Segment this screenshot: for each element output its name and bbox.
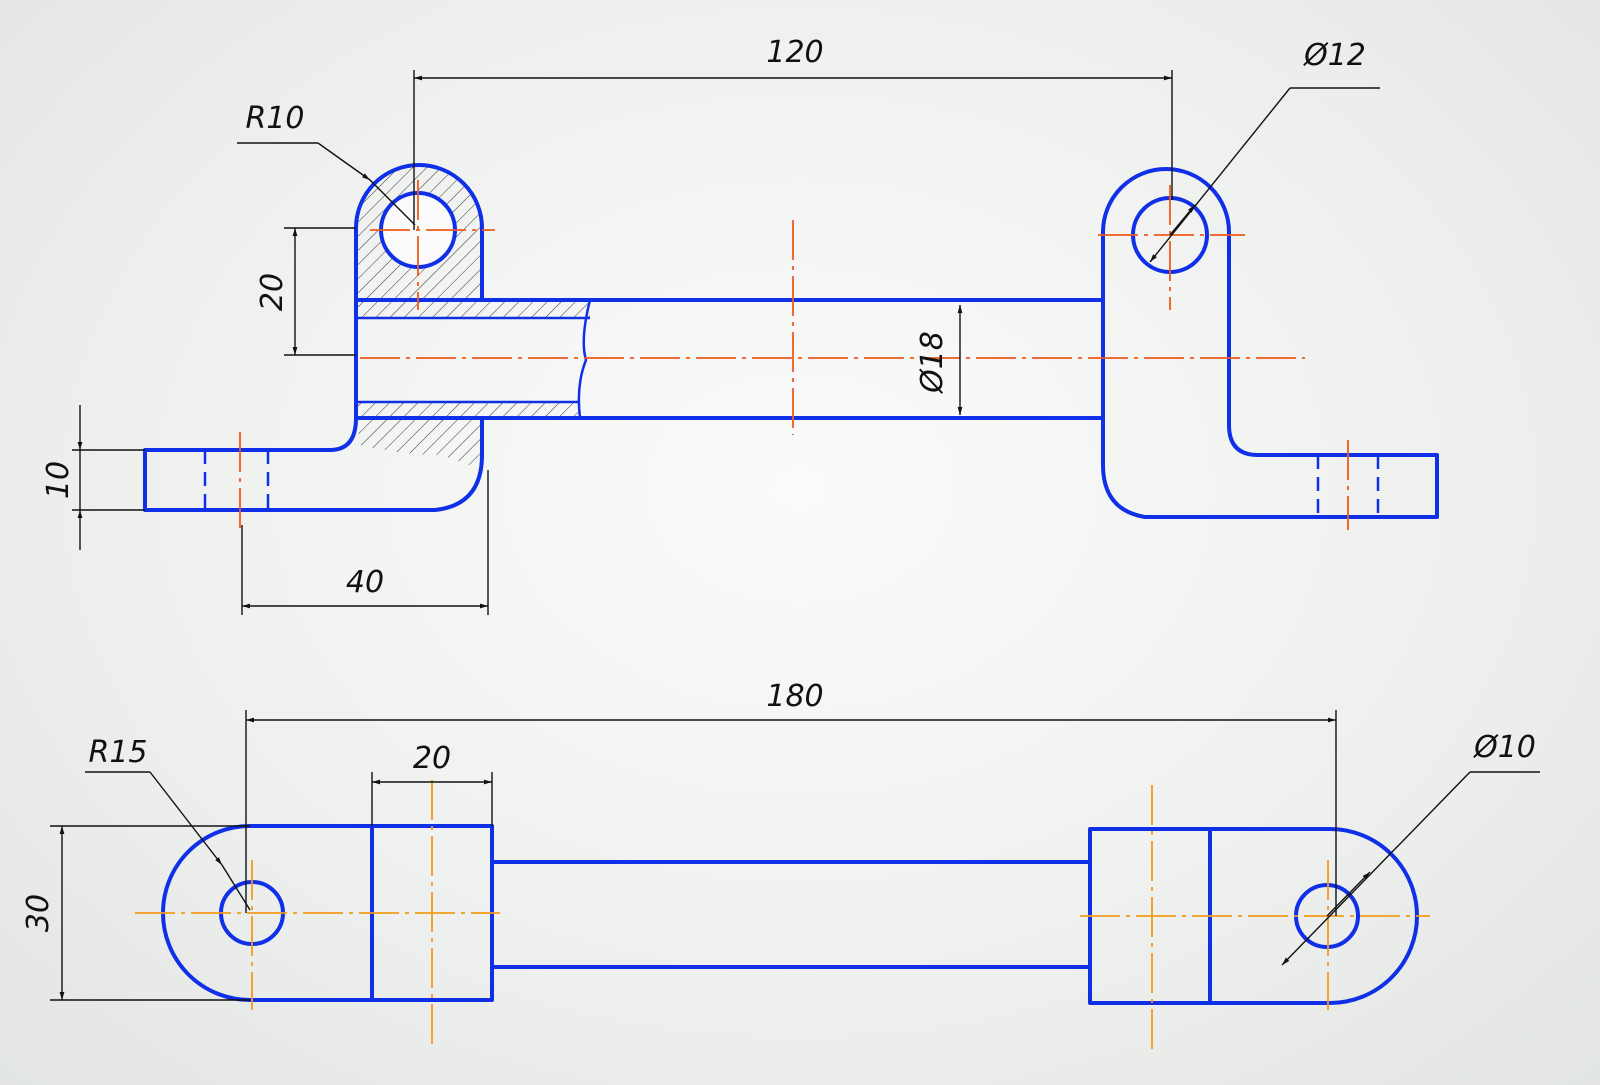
top-dimensions: 120 Ø12 R10 20 Ø18 10 40: [41, 35, 1380, 615]
dim-r15-label: R15: [88, 735, 147, 770]
dim-40-label: 40: [346, 565, 384, 600]
foot-section-hatch: [356, 418, 482, 470]
tube-bore: [356, 299, 592, 419]
left-lug-outline: [354, 163, 484, 302]
bottom-view: 180 R15 20 Ø10 30: [21, 679, 1540, 1050]
top-view: 120 Ø12 R10 20 Ø18 10 40: [41, 35, 1439, 615]
dim-dia10-label: Ø10: [1472, 730, 1536, 765]
dim-30-label: 30: [21, 894, 56, 932]
dim-dia12-label: Ø12: [1302, 38, 1366, 73]
wall-hatch-top: [356, 300, 590, 318]
dim-120-label: 120: [766, 35, 823, 70]
bottom-centerlines: [135, 780, 1430, 1050]
dim-20-label: 20: [255, 273, 290, 311]
right-lug-outline: [1101, 167, 1439, 519]
dim-dia18-label: Ø18: [915, 331, 950, 395]
tube-outline: [354, 298, 1105, 420]
dim-r10-label: R10: [245, 101, 304, 136]
bottom-dimensions: 180 R15 20 Ø10 30: [21, 679, 1540, 1001]
dim-20-width-label: 20: [413, 741, 451, 776]
left-foot-outline: [143, 416, 484, 512]
dim-180-label: 180: [766, 679, 823, 714]
dim-10-label: 10: [41, 461, 76, 499]
rod-outline: [490, 860, 1092, 969]
wall-hatch-bottom: [356, 402, 580, 418]
